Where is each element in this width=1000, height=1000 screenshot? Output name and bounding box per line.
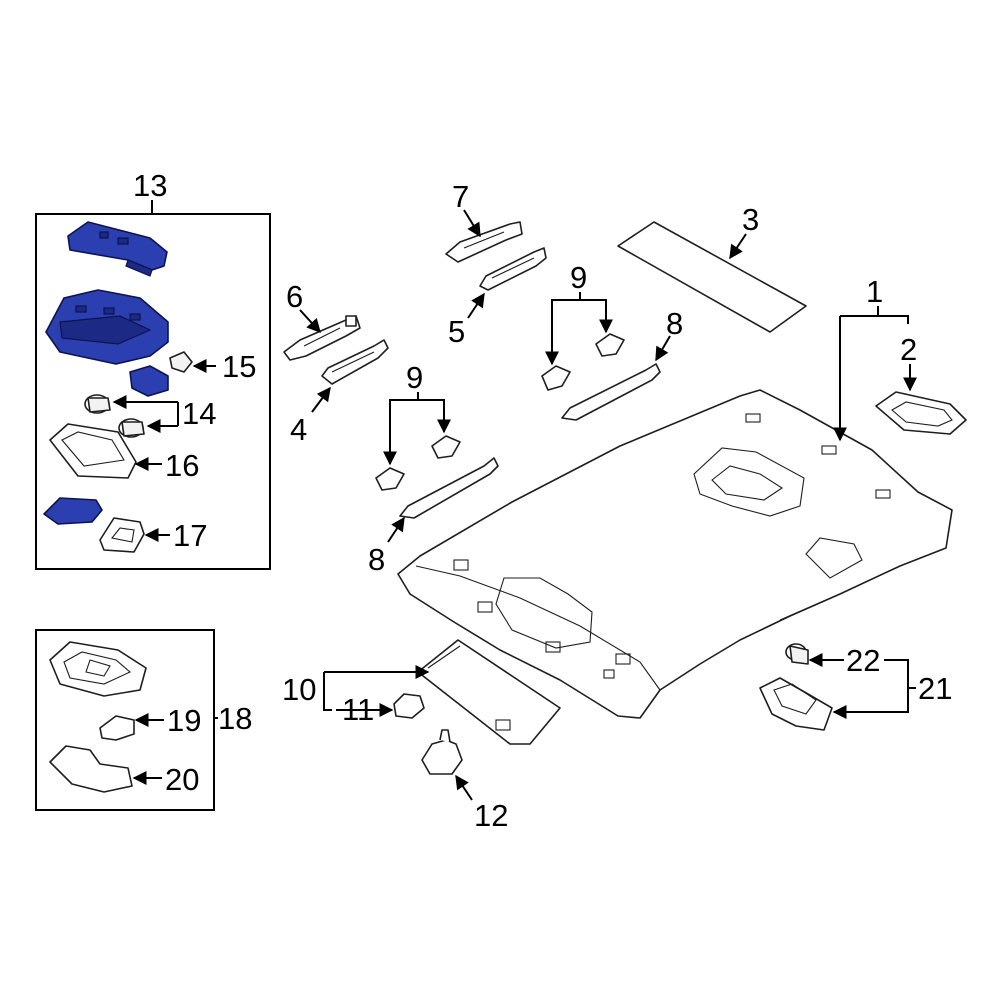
callout-19: 19 [167,703,201,738]
grab-handle-part-5[interactable] [479,247,547,291]
grab-handle-bracket-part-7[interactable] [445,221,523,263]
map-lamp-housing-part[interactable] [49,641,147,697]
callout-9-lower: 9 [406,360,423,395]
callout-1: 1 [866,274,883,309]
grab-handle-part-4[interactable] [321,339,389,385]
callout-2: 2 [900,332,917,367]
callout-8-lower: 8 [368,542,385,577]
retainer-part-8-lower[interactable] [399,457,499,519]
callout-16: 16 [165,448,199,483]
callout-17: 17 [173,518,207,553]
clip-part-11[interactable] [393,693,425,719]
bulb-part-14b[interactable] [118,418,145,438]
callout-14: 14 [182,396,216,431]
bulb-part-22[interactable] [785,643,809,665]
clip-part-9b[interactable] [595,333,625,357]
callout-13: 13 [133,168,167,203]
arrow-12 [455,774,473,801]
pad-part-3[interactable] [617,221,807,333]
bracket-9-lower [389,399,445,406]
retainer-part-8-upper[interactable] [561,363,661,421]
lamp-part-21[interactable] [759,677,833,731]
callout-4: 4 [290,412,307,447]
callout-6: 6 [286,279,303,314]
console-bracket-part[interactable] [67,221,168,277]
arrow-4 [311,386,331,413]
callout-5: 5 [448,314,465,349]
callout-7: 7 [452,179,469,214]
arrow-5 [467,292,485,319]
callout-10: 10 [282,672,316,707]
bezel-part-2[interactable] [875,391,967,435]
lamp-bezel-part[interactable] [43,497,103,525]
group-box-18 [35,629,215,811]
arrow-3 [729,233,747,260]
callout-8-upper: 8 [666,306,683,341]
clip-part-15[interactable] [169,351,193,373]
bracket-1 [840,315,909,324]
sunvisor-part-10[interactable] [417,639,561,745]
bulb-part-19[interactable] [99,715,135,741]
console-switch-part[interactable] [129,365,169,397]
clip-part-9d[interactable] [431,435,461,459]
lens-part-20[interactable] [49,745,133,793]
bracket-9-upper [551,299,607,306]
holder-part-12[interactable] [421,729,463,775]
callout-9-upper: 9 [570,260,587,295]
arrow-8-lower [387,516,405,543]
callout-18: 18 [218,701,252,736]
callout-21: 21 [918,671,952,706]
callout-15: 15 [222,349,256,384]
callout-3: 3 [742,202,759,237]
overhead-console-housing-part[interactable] [45,289,169,365]
callout-20: 20 [165,762,199,797]
headliner-part-1[interactable] [397,389,953,719]
bracket-21 [884,659,909,713]
cover-part-17[interactable] [99,517,145,553]
clip-part-9a[interactable] [541,365,571,391]
bulb-part-14a[interactable] [84,394,111,414]
arrow-7 [463,209,481,238]
callout-11: 11 [342,692,374,727]
callout-22: 22 [846,643,880,678]
arrow-6 [299,309,321,334]
arrow-8-upper [655,335,671,362]
clip-part-9c[interactable] [375,467,405,491]
callout-12: 12 [474,798,508,833]
bracket-10 [323,672,332,711]
grab-handle-bracket-part-6[interactable] [283,315,361,361]
